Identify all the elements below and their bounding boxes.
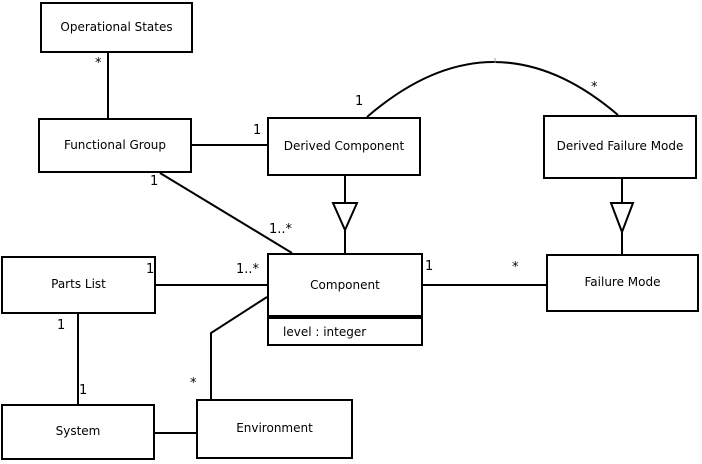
class-node-environment: Environment xyxy=(196,399,353,459)
generalization-arrow-component xyxy=(331,202,359,233)
class-label-environment: Environment xyxy=(236,421,313,436)
multiplicity-pl-comp-one: 1 xyxy=(146,262,155,277)
class-label-parts-list: Parts List xyxy=(51,277,106,292)
class-label-component: Component xyxy=(310,278,380,292)
class-node-derived-component: Derived Component xyxy=(267,117,421,176)
multiplicity-fg-dc-one: 1 xyxy=(253,123,262,138)
multiplicity-dfm-arc-many: * xyxy=(591,80,598,95)
edge-functional-group-component xyxy=(159,172,293,254)
edge-derived-component-derived-failure-mode xyxy=(366,61,619,118)
multiplicity-dc-arc-one: 1 xyxy=(355,94,364,109)
class-node-operational-states: Operational States xyxy=(40,2,193,53)
multiplicity-comp-env-many: * xyxy=(190,376,197,391)
class-node-failure-mode: Failure Mode xyxy=(546,254,699,312)
class-label-failure-mode: Failure Mode xyxy=(584,275,661,290)
multiplicity-pl-comp-many: 1..* xyxy=(236,262,260,277)
component-attribute-level: level : integer xyxy=(283,324,367,339)
class-node-derived-failure-mode: Derived Failure Mode xyxy=(543,115,697,179)
class-label-derived-failure-mode: Derived Failure Mode xyxy=(556,139,684,154)
class-label-functional-group: Functional Group xyxy=(63,137,167,152)
component-attribute-compartment: level : integer xyxy=(267,317,423,346)
generalization-arrow-failure-mode xyxy=(609,202,635,235)
class-node-parts-list: Parts List xyxy=(1,256,156,314)
multiplicity-pl-sys-one-lower: 1 xyxy=(79,383,88,398)
class-label-system: System xyxy=(55,424,101,439)
class-node-system: System xyxy=(1,404,155,460)
multiplicity-pl-sys-one-upper: 1 xyxy=(57,318,66,333)
component-name-compartment: Component xyxy=(267,253,423,317)
multiplicity-fg-comp-many: 1..* xyxy=(269,222,293,237)
multiplicity-comp-fm-many: * xyxy=(512,260,519,275)
class-node-component: Component level : integer xyxy=(267,253,423,346)
multiplicity-comp-fm-one: 1 xyxy=(425,259,434,274)
class-node-functional-group: Functional Group xyxy=(38,118,192,173)
multiplicity-fg-comp-one: 1 xyxy=(150,174,159,189)
class-label-operational-states: Operational States xyxy=(60,19,173,34)
edge-component-environment xyxy=(210,296,268,399)
multiplicity-os-fg-many: * xyxy=(95,56,102,71)
class-label-derived-component: Derived Component xyxy=(283,138,405,153)
